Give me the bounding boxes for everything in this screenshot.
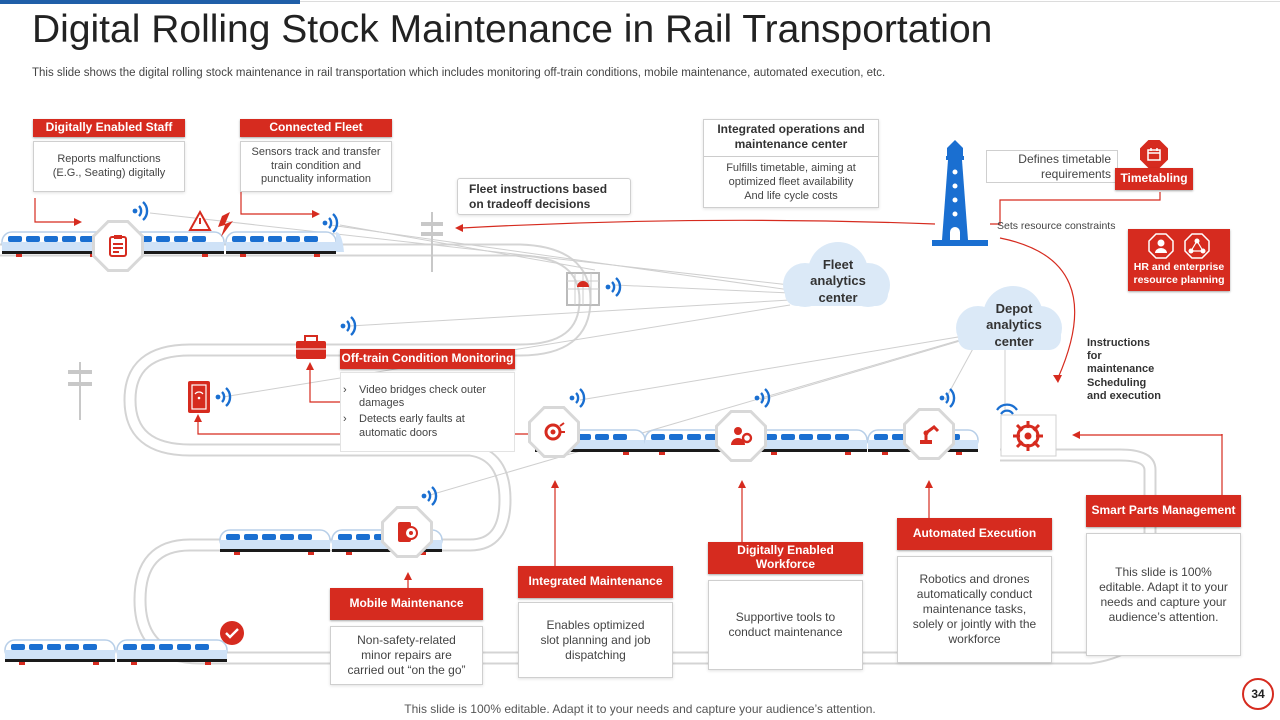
digitally-enabled-workforce-label: Digitally Enabled Workforce bbox=[708, 542, 863, 574]
hr-icons bbox=[1128, 233, 1230, 259]
robot-arm-icon bbox=[920, 425, 940, 444]
lightning-icon bbox=[218, 212, 233, 237]
defines-timetable-box: Defines timetable requirements bbox=[986, 150, 1118, 183]
top-divider bbox=[300, 1, 1280, 2]
offtrain-list: Video bridges check outer damages Detect… bbox=[341, 382, 514, 443]
fleet-analytics-label: Fleet analytics center bbox=[810, 257, 866, 305]
gear-target-icon bbox=[544, 422, 565, 441]
smart-parts-label: Smart Parts Management bbox=[1086, 495, 1241, 527]
connected-fleet-box: Sensors track and transfer train conditi… bbox=[240, 141, 392, 192]
smart-parts-text: This slide is 100% editable. Adapt it to… bbox=[1099, 564, 1228, 624]
lighthouse-icon bbox=[932, 140, 988, 246]
page-number: 34 bbox=[1242, 678, 1274, 710]
workforce-box: Supportive tools to conduct maintenance bbox=[708, 580, 863, 670]
toolbox-icon bbox=[296, 335, 326, 359]
offtrain-item: Video bridges check outer damages bbox=[341, 384, 514, 412]
gear-icon bbox=[1013, 421, 1043, 451]
mobile-maintenance-label: Mobile Maintenance bbox=[330, 588, 483, 620]
clipboard-icon bbox=[109, 235, 127, 257]
person-icon bbox=[1148, 233, 1174, 259]
communication-lines bbox=[149, 212, 1006, 496]
digitally-enabled-staff-text: Reports malfunctions (E.G., Seating) dig… bbox=[33, 141, 185, 192]
integrated-ops-box: Integrated operations and maintenance ce… bbox=[703, 119, 879, 208]
workforce-octagon bbox=[715, 410, 767, 462]
network-icon bbox=[1184, 233, 1210, 259]
calendar-octagon bbox=[1140, 140, 1168, 168]
maintenance-instructions-text: Instructions for maintenance Scheduling … bbox=[1087, 337, 1161, 402]
offtrain-item: Detects early faults at automatic doors bbox=[341, 413, 514, 441]
phone-gear-icon bbox=[398, 522, 418, 542]
footer-note: This slide is 100% editable. Adapt it to… bbox=[404, 702, 876, 716]
staff-text: Reports malfunctions (E.G., Seating) dig… bbox=[52, 152, 166, 179]
fleet-instructions-box: Fleet instructions based on tradeoff dec… bbox=[457, 178, 631, 215]
depot-analytics-cloud bbox=[956, 286, 1062, 350]
train-bottom bbox=[4, 639, 228, 666]
calendar-icon bbox=[1147, 148, 1161, 161]
robot-octagon bbox=[903, 408, 955, 460]
hr-planning-box: HR and enterprise resource planning bbox=[1128, 229, 1230, 291]
automated-execution-label: Automated Execution bbox=[897, 518, 1052, 550]
warning-icon bbox=[188, 209, 212, 231]
workforce-text: Supportive tools to conduct maintenance bbox=[728, 610, 843, 639]
defines-timetable-text: Defines timetable requirements bbox=[1018, 151, 1111, 181]
fleet-text: Sensors track and transfer train conditi… bbox=[251, 145, 381, 186]
check-icon bbox=[220, 621, 244, 645]
digitally-enabled-staff-label: Digitally Enabled Staff bbox=[33, 119, 185, 137]
integrated-octagon bbox=[528, 406, 580, 458]
door-sensor-icon bbox=[188, 381, 210, 413]
signal-post-top bbox=[421, 212, 443, 272]
integrated-ops-title: Integrated operations and maintenance ce… bbox=[704, 120, 878, 157]
connected-fleet-label: Connected Fleet bbox=[240, 119, 392, 137]
automated-execution-text: Robotics and drones automatically conduc… bbox=[912, 572, 1037, 646]
clipboard-octagon bbox=[92, 220, 144, 272]
mobile-maintenance-box: Non-safety-related minor repairs are car… bbox=[330, 626, 483, 685]
depot-analytics-label: Depot analytics center bbox=[986, 301, 1042, 349]
automated-execution-box: Robotics and drones automatically conduc… bbox=[897, 556, 1052, 663]
integrated-maintenance-text: Enables optimized slot planning and job … bbox=[540, 617, 651, 662]
top-accent-bar bbox=[0, 0, 300, 4]
page-subtitle: This slide shows the digital rolling sto… bbox=[32, 67, 886, 79]
signal-post-left bbox=[68, 362, 92, 420]
offtrain-monitoring-box: Video bridges check outer damages Detect… bbox=[340, 372, 515, 452]
repair-octagon bbox=[381, 506, 433, 558]
mobile-maintenance-text: Non-safety-related minor repairs are car… bbox=[347, 633, 466, 677]
smart-parts-box: This slide is 100% editable. Adapt it to… bbox=[1086, 533, 1241, 656]
integrated-maintenance-box: Enables optimized slot planning and job … bbox=[518, 602, 673, 678]
video-bridge-icon bbox=[566, 272, 600, 306]
person-gear-icon bbox=[731, 427, 753, 445]
resource-constraints-text: Sets resource constraints bbox=[997, 220, 1116, 232]
page-title: Digital Rolling Stock Maintenance in Rai… bbox=[32, 8, 993, 51]
hr-planning-label: HR and enterprise resource planning bbox=[1133, 261, 1225, 286]
offtrain-monitoring-label: Off-train Condition Monitoring bbox=[340, 349, 515, 369]
fleet-analytics-cloud bbox=[783, 242, 890, 307]
integrated-ops-text: Fulfills timetable, aiming at optimized … bbox=[726, 162, 856, 202]
train-top bbox=[1, 231, 344, 258]
timetabling-label: Timetabling bbox=[1115, 168, 1193, 190]
integrated-maintenance-label: Integrated Maintenance bbox=[518, 566, 673, 598]
fleet-instructions-text: Fleet instructions based on tradeoff dec… bbox=[469, 181, 608, 211]
